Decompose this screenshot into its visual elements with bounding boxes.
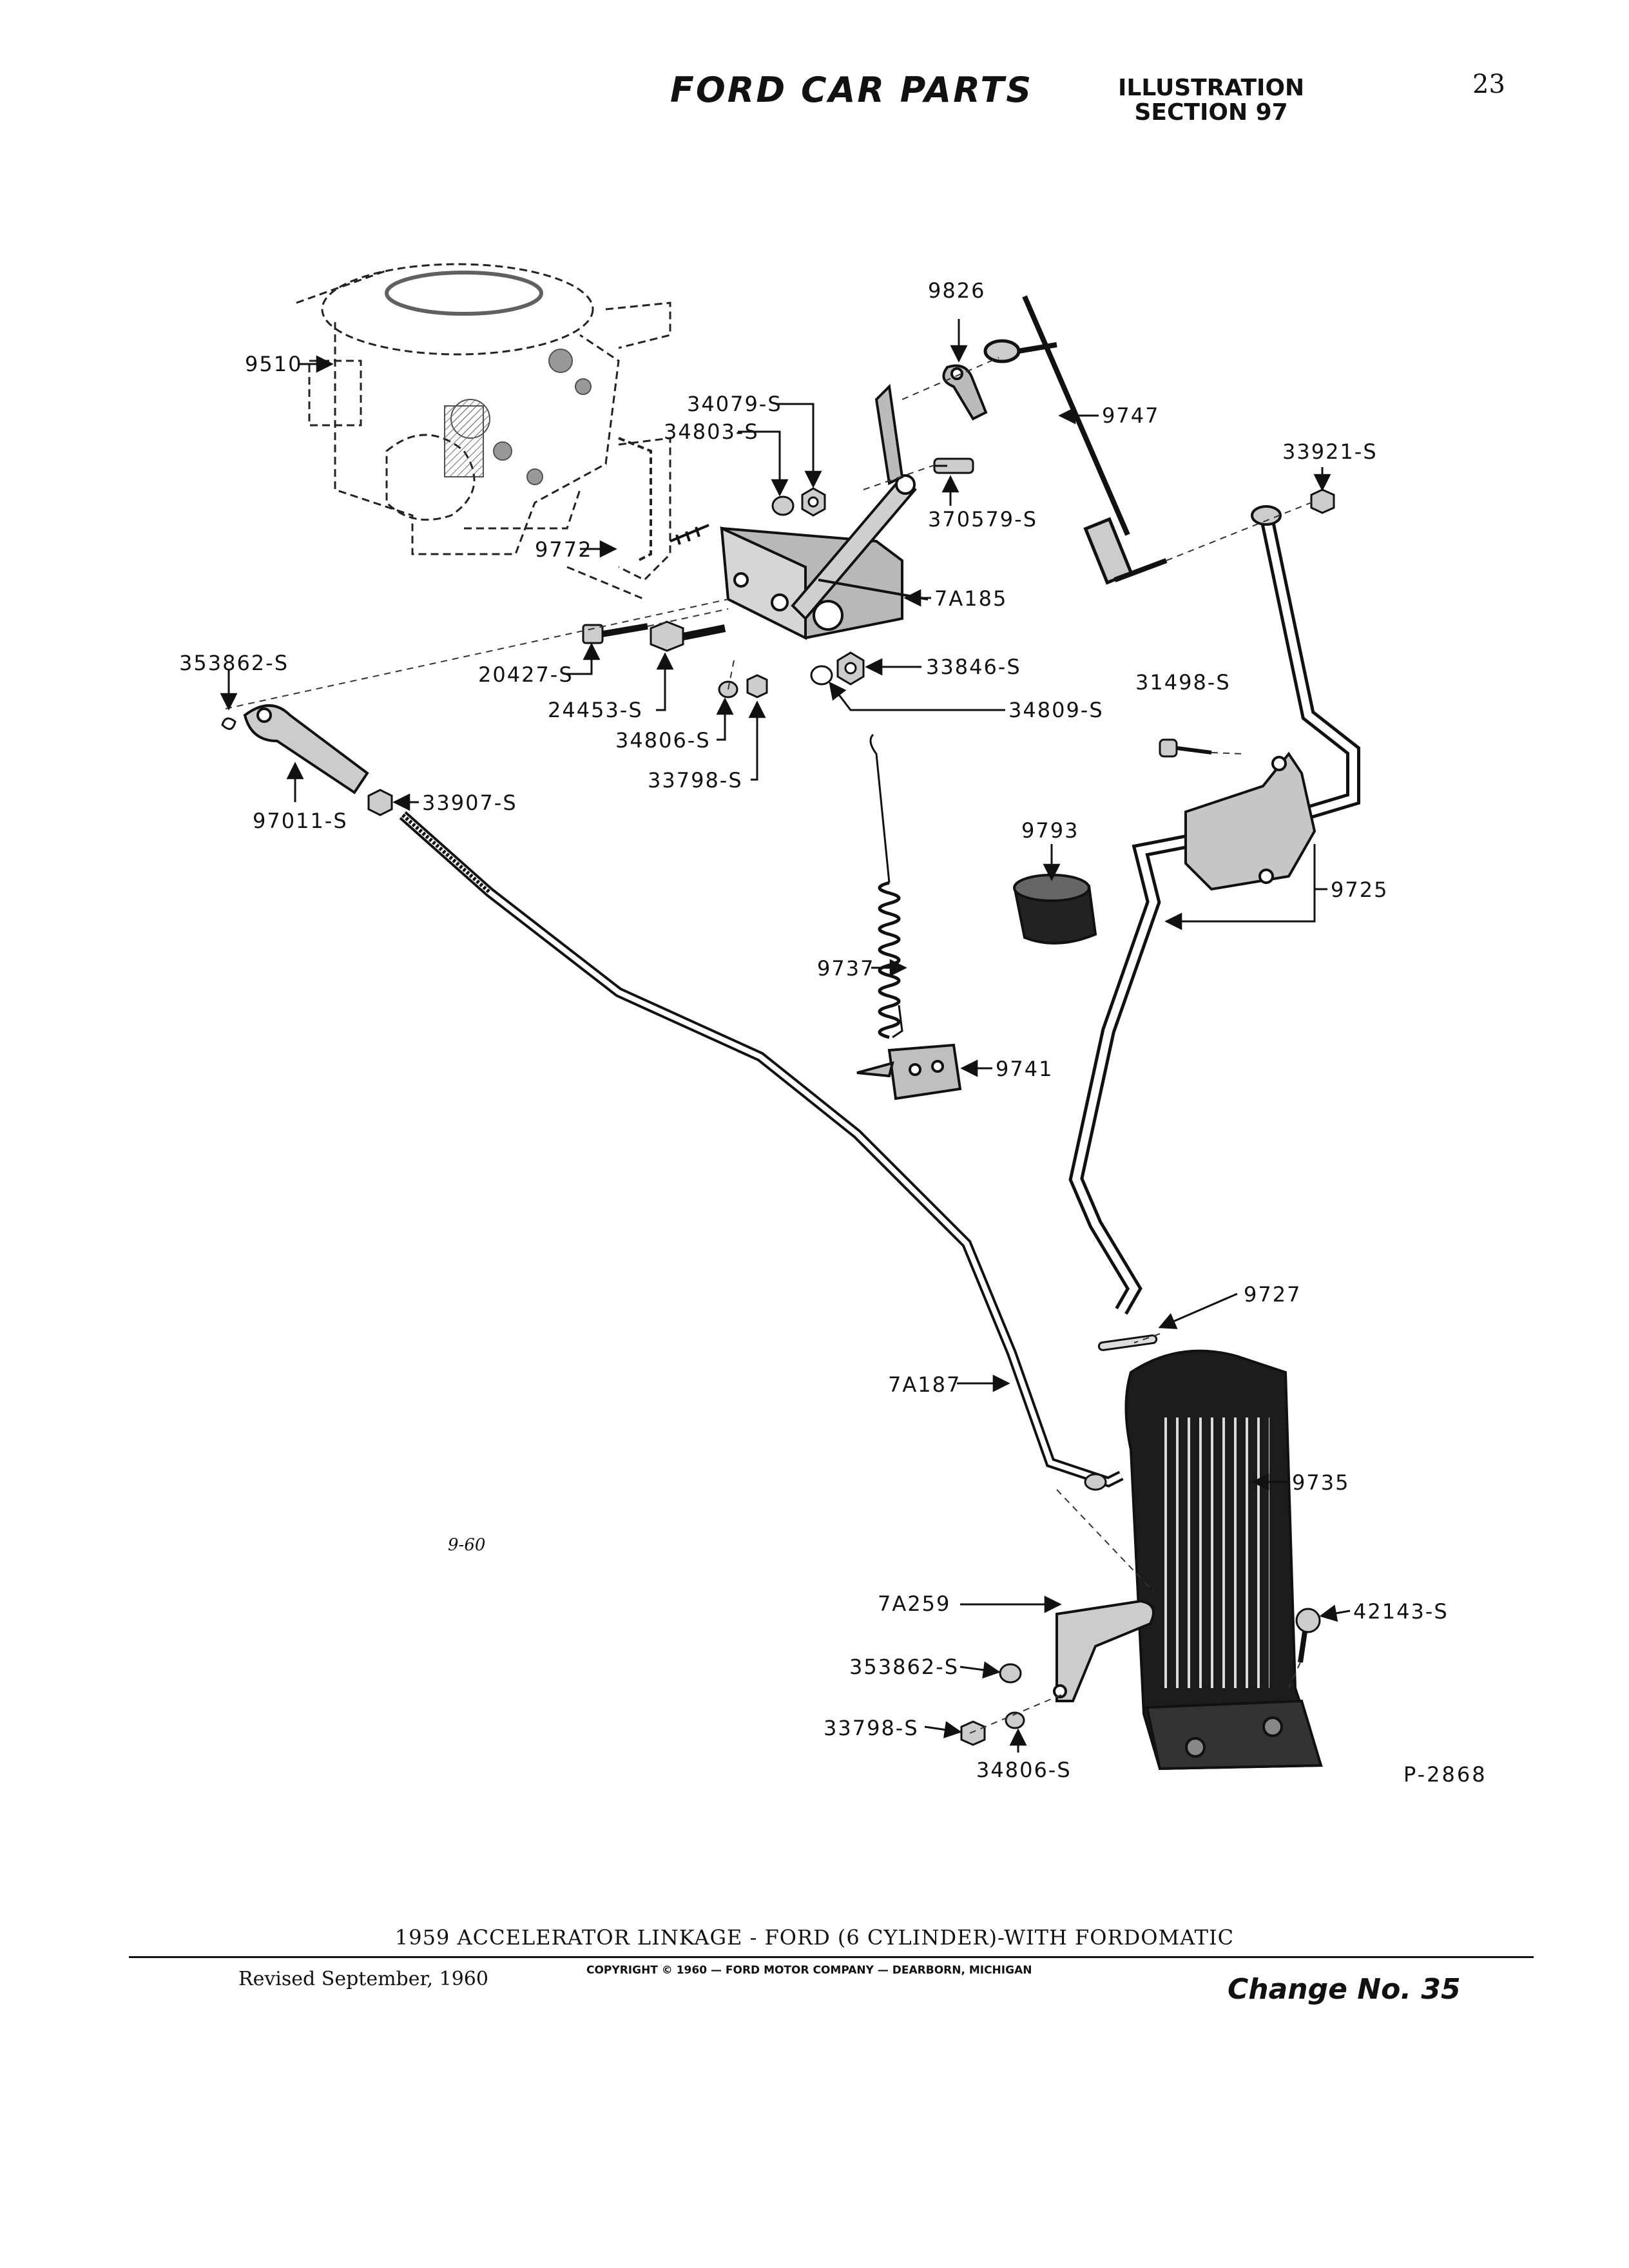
callout-9747: 9747 bbox=[1102, 403, 1159, 428]
nut-34079 bbox=[801, 487, 826, 517]
callout-20427s: 20427-S bbox=[478, 662, 574, 687]
pedal-bracket bbox=[1184, 751, 1316, 891]
section-label: ILLUSTRATION SECTION 97 bbox=[1118, 76, 1304, 125]
callout-34803s: 34803-S bbox=[664, 419, 759, 444]
page-number: 23 bbox=[1472, 70, 1505, 99]
pedal-9735 bbox=[1124, 1349, 1323, 1771]
callout-353862s-top: 353862-S bbox=[179, 651, 289, 675]
callout-9737: 9737 bbox=[817, 956, 874, 981]
figure-caption: 1959 ACCELERATOR LINKAGE - FORD (6 CYLIN… bbox=[394, 1925, 1235, 1950]
callout-9741: 9741 bbox=[996, 1057, 1053, 1081]
callout-9793: 9793 bbox=[1021, 818, 1079, 843]
throttle-rod bbox=[618, 437, 652, 562]
lever-7a259 bbox=[1053, 1599, 1155, 1702]
callout-7a187: 7A187 bbox=[888, 1372, 961, 1397]
screw-42143 bbox=[1295, 1608, 1321, 1663]
nut-33907 bbox=[367, 789, 393, 816]
change-number: Change No. 35 bbox=[1228, 1973, 1461, 2006]
connector-end bbox=[1084, 1473, 1107, 1491]
threaded-stud bbox=[670, 524, 709, 545]
clevis-97011 bbox=[243, 704, 369, 794]
leader-lines bbox=[220, 319, 1351, 1753]
clip-353862-top bbox=[221, 717, 236, 730]
pedal-rod-9725 bbox=[1068, 505, 1360, 1315]
callout-42143s: 42143-S bbox=[1353, 1599, 1449, 1624]
callout-34809s: 34809-S bbox=[1008, 698, 1104, 722]
nut-33798-top bbox=[746, 674, 768, 698]
callout-9725: 9725 bbox=[1331, 878, 1388, 902]
callout-labels: 9510 9826 34079-S 34803-S 9747 33921-S 3… bbox=[179, 278, 1449, 1782]
callout-353862s-bot: 353862-S bbox=[849, 1655, 959, 1679]
assembly-lines bbox=[225, 357, 1315, 1734]
callout-9735: 9735 bbox=[1292, 1470, 1349, 1495]
revised-date: Revised September, 1960 bbox=[238, 1968, 488, 1990]
callout-9727: 9727 bbox=[1244, 1282, 1301, 1307]
spring-9737 bbox=[869, 733, 903, 1039]
carburetor-details bbox=[385, 271, 592, 485]
plate-number: P-2868 bbox=[1403, 1762, 1487, 1787]
footer-rule bbox=[129, 1956, 1534, 1958]
nut-33798-bot bbox=[960, 1720, 986, 1746]
callout-33846s: 33846-S bbox=[926, 655, 1021, 679]
bracket-9741 bbox=[856, 1043, 962, 1100]
bushing-9793 bbox=[1013, 874, 1097, 945]
callout-24453s: 24453-S bbox=[548, 698, 643, 722]
bolt-24453 bbox=[650, 620, 726, 652]
callout-370579s: 370579-S bbox=[928, 507, 1037, 532]
section-line-1: ILLUSTRATION bbox=[1118, 75, 1305, 101]
screw-370579 bbox=[933, 457, 974, 474]
callout-31498s: 31498-S bbox=[1135, 670, 1231, 695]
callout-33907s: 33907-S bbox=[422, 791, 517, 815]
clip-9826 bbox=[942, 364, 988, 421]
rod-7a187 bbox=[399, 811, 1124, 1488]
copyright-notice: COPYRIGHT © 1960 — FORD MOTOR COMPANY — … bbox=[586, 1964, 1032, 1977]
callout-34806s-top: 34806-S bbox=[615, 728, 711, 753]
nut-33921 bbox=[1310, 488, 1335, 514]
callout-33921s: 33921-S bbox=[1282, 439, 1378, 464]
pin-9727 bbox=[1097, 1334, 1158, 1351]
callout-9510: 9510 bbox=[245, 352, 302, 376]
washer-34806-bot bbox=[1005, 1711, 1025, 1729]
callout-7a185: 7A185 bbox=[934, 586, 1007, 611]
callout-33798s-bot: 33798-S bbox=[824, 1716, 919, 1740]
callout-9826: 9826 bbox=[928, 278, 985, 303]
callout-34079s: 34079-S bbox=[687, 392, 782, 416]
callout-97011s: 97011-S bbox=[253, 809, 348, 833]
callout-7a259: 7A259 bbox=[878, 1591, 950, 1616]
washer-34809 bbox=[810, 665, 833, 686]
callout-34806s-bot: 34806-S bbox=[976, 1758, 1072, 1782]
washer-34803 bbox=[771, 495, 795, 516]
section-line-2: SECTION 97 bbox=[1134, 99, 1288, 126]
rod-9747 bbox=[983, 295, 1168, 585]
brand-title: FORD CAR PARTS bbox=[670, 70, 1034, 110]
date-code: 9-60 bbox=[448, 1535, 486, 1555]
callout-9772: 9772 bbox=[535, 537, 592, 562]
screw-31498 bbox=[1159, 738, 1212, 758]
callout-33798s-top: 33798-S bbox=[648, 768, 743, 793]
bolt-20427 bbox=[582, 623, 648, 644]
nut-33846 bbox=[836, 651, 865, 686]
carburetor-outline bbox=[296, 263, 671, 601]
clip-353862-bot bbox=[999, 1663, 1022, 1684]
